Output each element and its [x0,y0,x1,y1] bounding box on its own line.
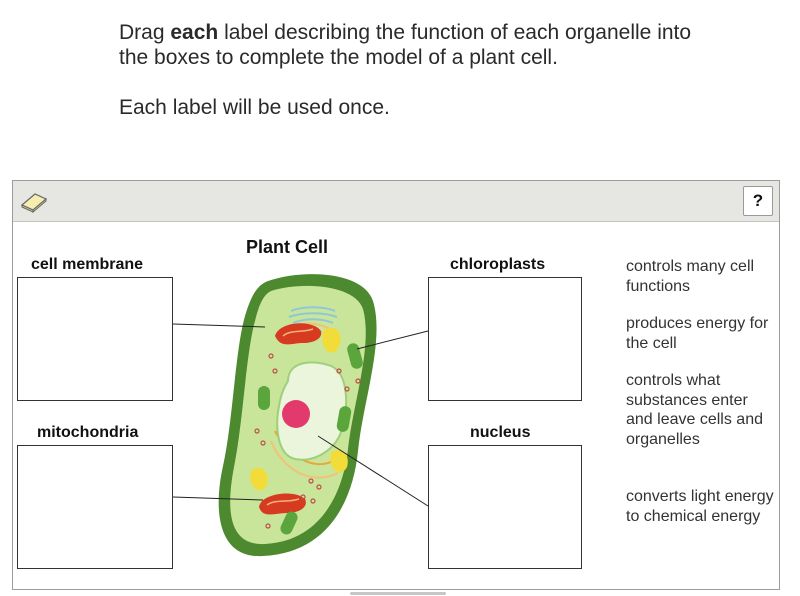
leader-line-cell-membrane [172,323,266,328]
leader-line-mitochondria [172,496,264,501]
leader-line-nucleus [317,435,429,507]
drag-drop-panel: ? Plant Cell cell membrane mitochondria … [12,180,780,590]
instruction-text: Drag each label describing the function … [119,21,692,69]
diagram-title: Plant Cell [246,237,329,257]
target-label-cell-membrane: cell membrane [31,256,144,273]
leader-line-chloroplasts [356,330,429,350]
label-choice-produces-energy[interactable]: produces energy for the cell [626,315,769,352]
chloroplast-shape [347,343,363,369]
drop-box-nucleus[interactable] [428,445,582,569]
eraser-icon[interactable] [19,189,49,214]
target-label-mitochondria: mitochondria [37,424,139,441]
plant-cell-diagram [172,274,429,557]
target-label-nucleus: nucleus [470,424,531,441]
nucleolus-shape [282,400,310,428]
scrollbar-thumb[interactable] [350,592,446,595]
emphasis-each: each [170,21,219,44]
label-choice-converts-light[interactable]: converts light energy to chemical energy [626,488,774,525]
help-button[interactable]: ? [743,186,773,216]
label-choice-controls-functions[interactable]: controls many cell functions [626,258,755,295]
mitochondrion-top [275,323,322,345]
instruction-note: Each label will be used once. [119,96,390,119]
mitochondrion-bottom [259,493,306,515]
drop-box-cell-membrane[interactable] [17,277,173,401]
instructions: Drag each label describing the function … [119,20,719,120]
label-choice-controls-substances[interactable]: controls what substances enter and leave… [626,372,763,448]
nucleus-shape [276,361,348,461]
drop-box-mitochondria[interactable] [17,445,173,569]
target-label-chloroplasts: chloroplasts [450,256,546,273]
drop-box-chloroplasts[interactable] [428,277,582,401]
toolbar: ? [13,181,779,222]
